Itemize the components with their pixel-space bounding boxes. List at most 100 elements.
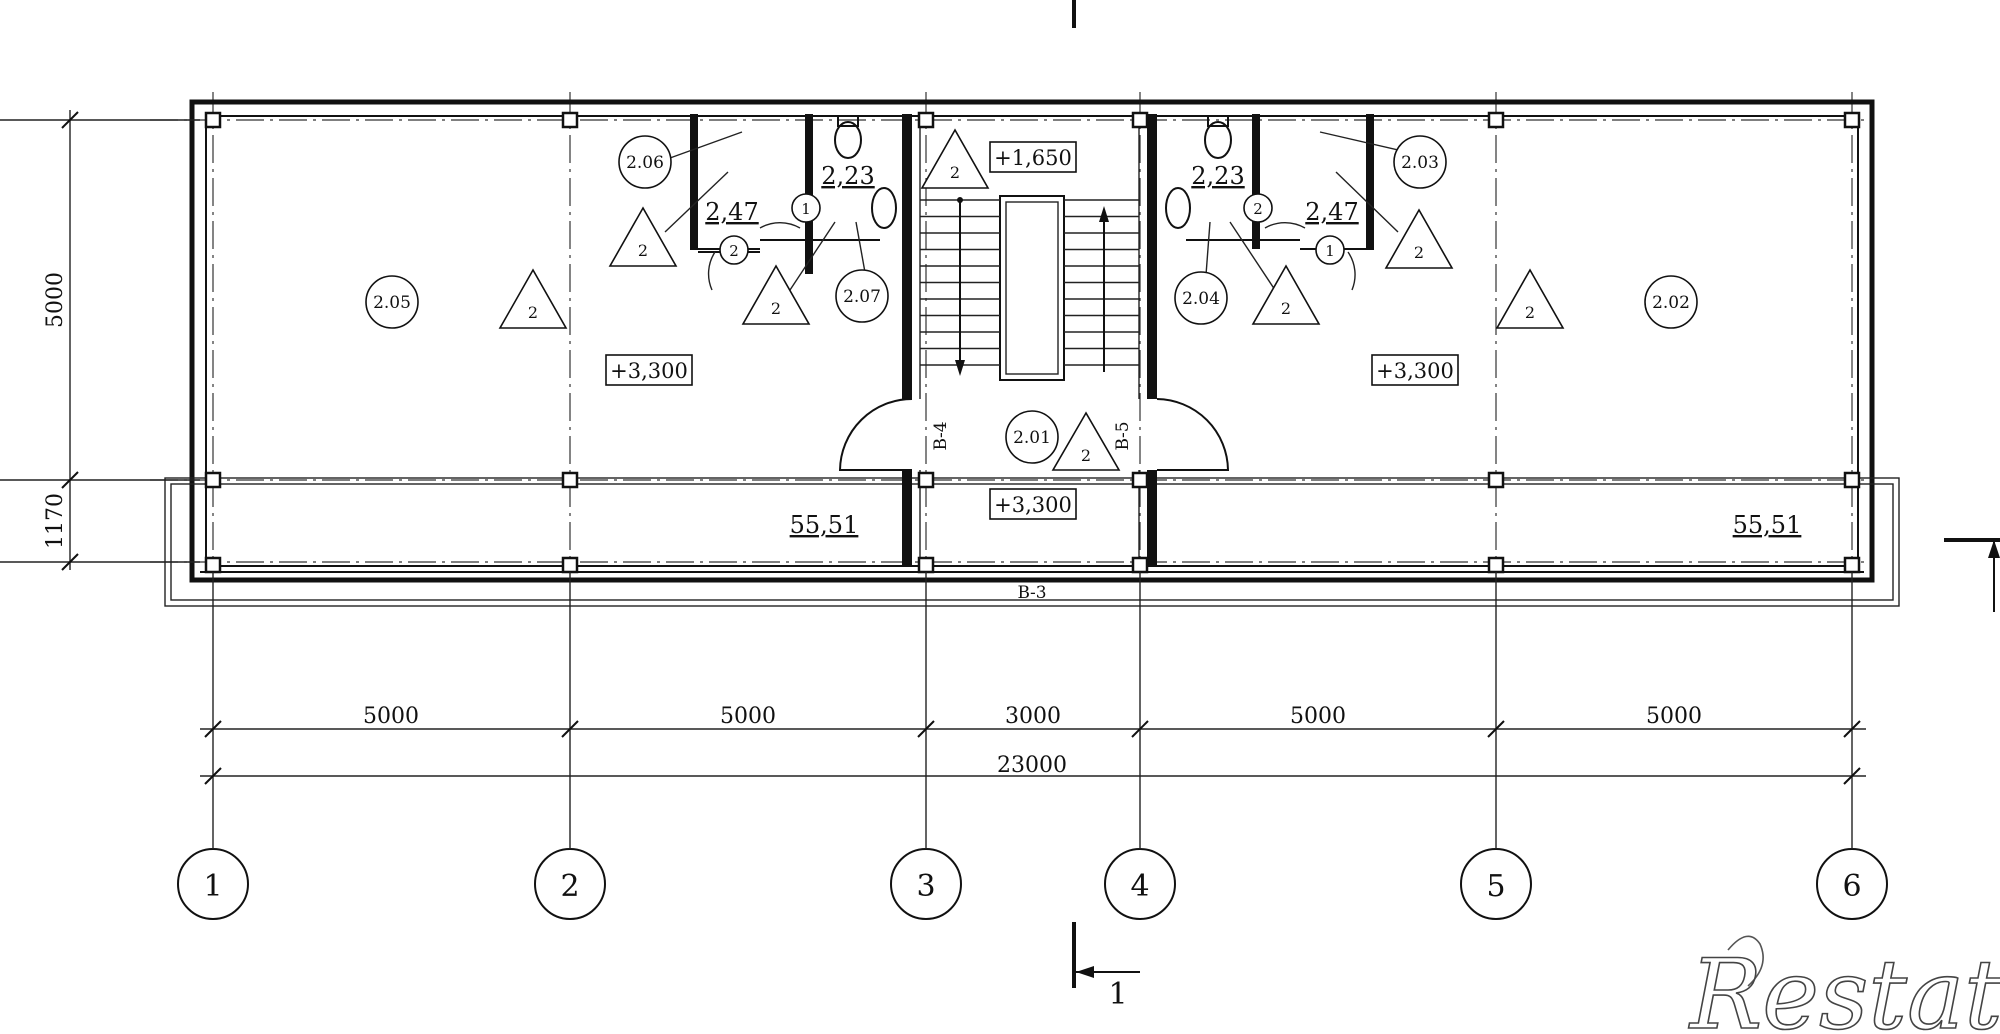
- room-tag-2.07: 2.07: [835, 269, 889, 323]
- level-marks: +3,300 +3,300 +1,650 +3,300: [605, 141, 1459, 520]
- span-5-6: 5000: [1646, 704, 1702, 729]
- svg-text:2.04: 2.04: [1182, 289, 1220, 309]
- svg-text:2: 2: [1281, 299, 1291, 318]
- svg-text:2: 2: [638, 241, 648, 260]
- svg-text:+1,650: +1,650: [994, 146, 1072, 170]
- door-tag: 2: [1243, 193, 1273, 223]
- area-right-wc-a: 2,47: [1305, 198, 1358, 226]
- column: [917, 471, 935, 489]
- column: [561, 471, 579, 489]
- column: [1843, 111, 1861, 129]
- span-2-3: 5000: [720, 704, 776, 729]
- door-tag: 2: [719, 235, 749, 265]
- room-tag-2.04: 2.04: [1174, 271, 1228, 325]
- span-1-2: 5000: [363, 704, 419, 729]
- svg-text:5: 5: [1486, 869, 1505, 904]
- grid-axis-4: 4: [1104, 848, 1176, 920]
- column: [561, 111, 579, 129]
- column: [1843, 471, 1861, 489]
- column: [917, 556, 935, 574]
- room-tag-2.06: 2.06: [618, 135, 672, 189]
- span-3-4: 3000: [1005, 704, 1061, 729]
- grid-axis-2: 2: [534, 848, 606, 920]
- triangle-tag: 2: [920, 128, 990, 189]
- grid-axis-6: 6: [1816, 848, 1888, 920]
- column: [1131, 556, 1149, 574]
- vertical-dimensions: 5000 1170: [0, 110, 200, 571]
- triangle-tag: 2: [741, 264, 811, 325]
- triangle-tag: 2: [608, 206, 678, 267]
- opening-west: В-4: [931, 421, 951, 450]
- svg-text:1: 1: [1325, 242, 1335, 260]
- area-right-hall: 55,51: [1733, 511, 1802, 539]
- column: [204, 111, 222, 129]
- columns: [204, 111, 1861, 574]
- svg-text:2: 2: [771, 299, 781, 318]
- svg-text:2: 2: [729, 242, 739, 260]
- opening-marks: В-4 В-5 В-3: [931, 421, 1133, 603]
- svg-text:2.06: 2.06: [626, 153, 664, 173]
- level-mark-right: +3,300: [1371, 354, 1459, 386]
- grid-axis-5: 5: [1460, 848, 1532, 920]
- level-mark-landing: +1,650: [989, 141, 1077, 173]
- stair-doors: [838, 398, 1230, 471]
- triangle-tag: 2: [1495, 268, 1565, 329]
- column: [1487, 556, 1505, 574]
- svg-text:4: 4: [1130, 869, 1149, 904]
- outer-walls: [164, 99, 1900, 607]
- stair-walls: [902, 114, 1157, 566]
- column: [1131, 471, 1149, 489]
- svg-text:3: 3: [916, 869, 935, 904]
- svg-text:2: 2: [1525, 303, 1535, 322]
- door-tags: 1 2 2 1: [719, 193, 1345, 265]
- level-mark-stair: +3,300: [989, 488, 1077, 520]
- grid-axis-1: 1: [177, 848, 249, 920]
- svg-text:+3,300: +3,300: [610, 359, 688, 383]
- svg-text:2: 2: [1081, 446, 1091, 465]
- area-right-wc-b: 2,23: [1191, 162, 1244, 190]
- room-tags: 2.05 2.06 2.07 2.01 2.04 2.03 2.02: [365, 135, 1698, 464]
- svg-text:2.07: 2.07: [843, 287, 881, 307]
- room-tag-2.02: 2.02: [1644, 275, 1698, 329]
- room-tag-2.01: 2.01: [1005, 410, 1059, 464]
- area-left-wc-a: 2,47: [705, 198, 758, 226]
- svg-text:+3,300: +3,300: [1376, 359, 1454, 383]
- overall-span: 23000: [997, 753, 1067, 778]
- opening-balcony: В-3: [1017, 583, 1046, 603]
- span-4-5: 5000: [1290, 704, 1346, 729]
- svg-text:2.02: 2.02: [1652, 293, 1690, 313]
- column: [917, 111, 935, 129]
- triangle-tag: 2: [498, 268, 568, 329]
- triangle-tag: 2: [1384, 208, 1454, 269]
- door-tag: 1: [791, 193, 821, 223]
- column: [1131, 111, 1149, 129]
- vertical-span-main: 5000: [43, 272, 68, 328]
- watermark-text: Restate: [1688, 939, 2000, 1034]
- column: [204, 556, 222, 574]
- triangle-tags: 2 2 2 2 2 2 2 2: [498, 128, 1565, 471]
- door-tag: 1: [1315, 235, 1345, 265]
- opening-east: В-5: [1113, 421, 1133, 450]
- area-left-wc-b: 2,23: [821, 162, 874, 190]
- svg-text:1: 1: [203, 869, 222, 904]
- svg-text:2: 2: [1414, 243, 1424, 262]
- room-areas: 55,51 2,47 2,23 2,23 2,47 55,51: [705, 162, 1801, 539]
- vertical-span-balcony: 1170: [43, 493, 68, 549]
- svg-text:6: 6: [1842, 869, 1861, 904]
- horizontal-dimensions: 5000 5000 3000 5000 5000 23000: [200, 572, 1866, 790]
- triangle-tag: 2: [1051, 411, 1121, 471]
- svg-text:2: 2: [560, 869, 579, 904]
- svg-text:2.05: 2.05: [373, 293, 411, 313]
- column: [204, 471, 222, 489]
- triangle-tag: 2: [1251, 264, 1321, 325]
- svg-text:2.01: 2.01: [1013, 428, 1051, 448]
- level-mark-left: +3,300: [605, 354, 693, 386]
- svg-text:2: 2: [528, 303, 538, 322]
- right-bathroom-block: [1165, 114, 1399, 291]
- column: [561, 556, 579, 574]
- room-tag-2.05: 2.05: [365, 275, 419, 329]
- svg-text:1: 1: [801, 200, 811, 218]
- column: [1843, 556, 1861, 574]
- svg-text:2: 2: [950, 163, 960, 182]
